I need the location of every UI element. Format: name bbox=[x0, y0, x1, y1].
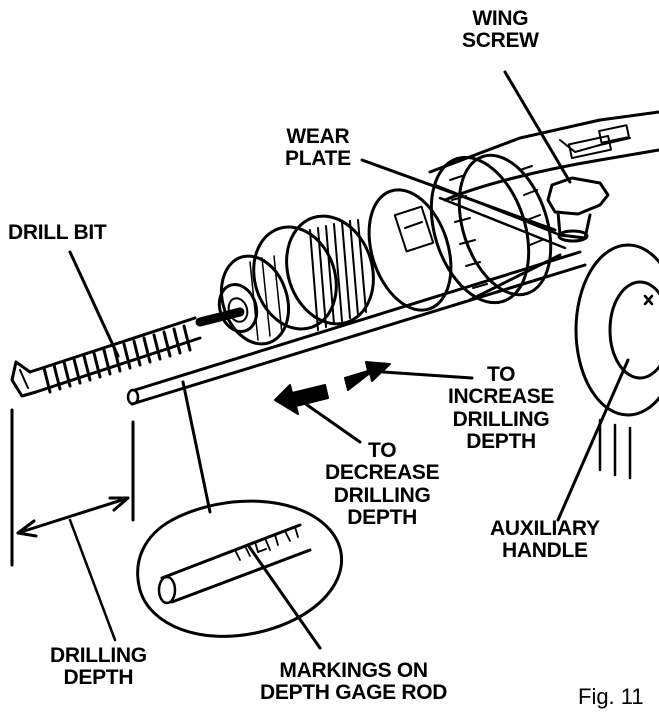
label-drilling-depth: DRILLING DEPTH bbox=[50, 644, 147, 690]
label-auxiliary-handle: AUXILIARY HANDLE bbox=[490, 517, 600, 563]
aux-handle-leader bbox=[556, 358, 630, 522]
wing-screw-leader bbox=[503, 70, 572, 184]
auxiliary-handle bbox=[574, 243, 659, 480]
markings-leader bbox=[246, 543, 322, 650]
drilling-depth-dimension bbox=[10, 408, 135, 642]
depth-gage-rod bbox=[126, 250, 587, 406]
markings-callout-leader bbox=[181, 380, 212, 514]
figure-number: Fig. 11 bbox=[578, 684, 644, 709]
magnified-callout bbox=[136, 499, 343, 638]
label-wear-plate: WEAR PLATE bbox=[285, 125, 351, 171]
increase-leader bbox=[381, 370, 474, 380]
callout-rod-top bbox=[160, 523, 302, 580]
drill-bit bbox=[10, 307, 245, 398]
label-markings-on-depth-gage-rod: MARKINGS ON DEPTH GAGE ROD bbox=[260, 659, 448, 705]
motor-housing bbox=[429, 153, 553, 305]
wing-screw bbox=[546, 176, 610, 243]
label-decrease-drilling-depth: TO DECREASE DRILLING DEPTH bbox=[325, 439, 440, 529]
chuck bbox=[217, 188, 453, 346]
callout-rod-bottom bbox=[170, 548, 312, 604]
increase-arrow bbox=[344, 361, 391, 391]
label-wing-screw: WING SCREW bbox=[462, 7, 539, 53]
decrease-leader bbox=[298, 398, 362, 444]
label-increase-drilling-depth: TO INCREASE DRILLING DEPTH bbox=[448, 363, 555, 453]
rod-markings bbox=[234, 526, 299, 561]
direction-arrows bbox=[274, 361, 391, 415]
wear-plate-leader bbox=[360, 158, 557, 232]
drill-bit-leader bbox=[68, 250, 120, 358]
leader-lines bbox=[68, 70, 630, 650]
decrease-arrow bbox=[274, 384, 329, 415]
label-drill-bit: DRILL BIT bbox=[8, 221, 107, 244]
